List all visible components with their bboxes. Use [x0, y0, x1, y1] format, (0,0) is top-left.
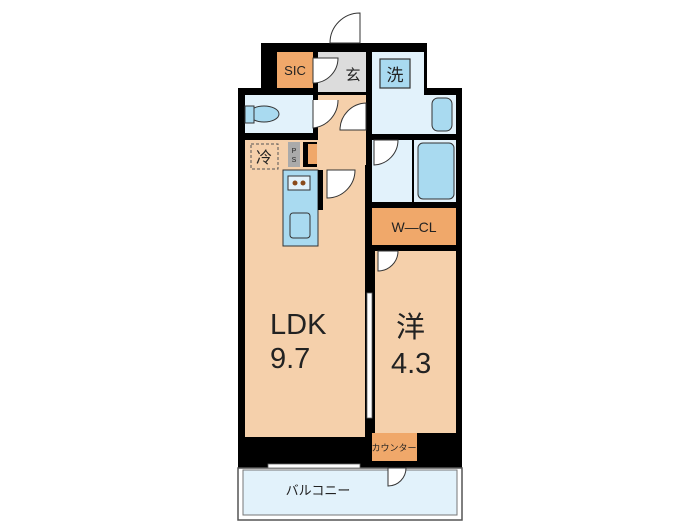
laundry-pan: [379, 58, 411, 89]
balcony-label: バルコニー: [286, 483, 351, 498]
sic-room: [277, 52, 313, 88]
western-room: [375, 251, 456, 433]
ldk-label: LDK: [270, 309, 327, 341]
laundry-label: 洗: [387, 66, 404, 85]
doors: [312, 12, 407, 487]
sliding-door[interactable]: [366, 292, 373, 419]
wcl-label: W—CL: [391, 219, 436, 235]
walk-in-closet: [372, 208, 456, 245]
sink: [289, 212, 311, 239]
ldk-size: 9.7: [270, 343, 310, 375]
sic-label: SIC: [284, 63, 306, 78]
western-size: 4.3: [391, 348, 431, 380]
ps-shaft: [288, 142, 300, 167]
fridge-label: 冷: [256, 149, 272, 167]
counter-label: カウンター: [371, 443, 416, 453]
window: [267, 463, 361, 469]
entrance-label: 玄: [345, 67, 360, 84]
washbasin: [431, 97, 453, 132]
fridge-space: [250, 143, 279, 170]
bathtub: [417, 142, 455, 200]
counter: [372, 433, 417, 461]
stove: [287, 175, 311, 191]
western-label: 洋: [396, 311, 425, 344]
